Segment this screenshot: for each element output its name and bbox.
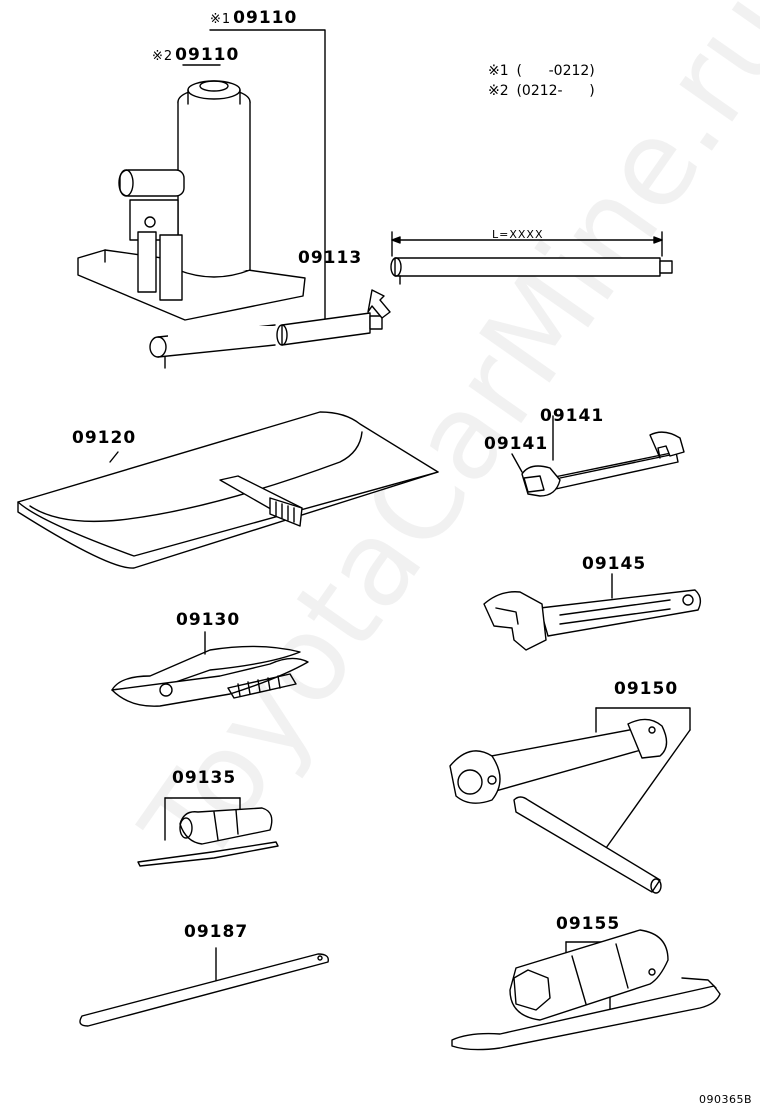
plug-wrench-drawing: [451, 929, 721, 1051]
part-label-jack-handle: 09113: [298, 248, 363, 268]
diagram-id: 090365B: [698, 1093, 752, 1106]
tool-bar-drawing: [79, 947, 329, 1027]
part-label-wrench-a: 09141: [540, 406, 605, 426]
part-label-wrench-b: 09141: [484, 434, 549, 454]
variant-mark: ※2: [152, 49, 174, 64]
dimension-label: L=XXXX: [492, 228, 544, 241]
screwdriver-drawing: [137, 797, 279, 867]
part-number: 09110: [175, 45, 240, 65]
pliers-drawing: [111, 631, 309, 707]
part-label-screwdriver: 09135: [172, 768, 237, 788]
part-number: 09110: [233, 8, 298, 28]
tool-bag-drawing: [17, 411, 439, 569]
part-label-pliers: 09130: [176, 610, 241, 630]
adjustable-wrench-drawing: [483, 573, 702, 651]
note-mark: ※1: [488, 63, 509, 79]
part-label-tool-bag: 09120: [72, 428, 137, 448]
note-variant-2: ※2 (0212- ): [488, 84, 595, 98]
note-range: ( -0212): [516, 63, 595, 79]
note-mark: ※2: [488, 83, 509, 99]
part-label-wheel-nut-wrench: 09150: [614, 679, 679, 699]
wheel-nut-wrench-drawing: [449, 707, 691, 894]
part-label-adjustable-wrench: 09145: [582, 554, 647, 574]
jack-handle-drawing: [276, 289, 391, 346]
extension-bar-drawing: [390, 231, 673, 285]
note-variant-1: ※1 ( -0212): [488, 64, 595, 78]
jack-leader-lines: [182, 29, 326, 321]
hydraulic-jack-drawing: [77, 80, 306, 369]
variant-mark: ※1: [210, 12, 232, 27]
part-label-tool-bar: 09187: [184, 922, 249, 942]
part-label-plug-wrench: 09155: [556, 914, 621, 934]
note-range: (0212- ): [516, 83, 595, 99]
combination-wrench-drawing: [511, 415, 685, 497]
